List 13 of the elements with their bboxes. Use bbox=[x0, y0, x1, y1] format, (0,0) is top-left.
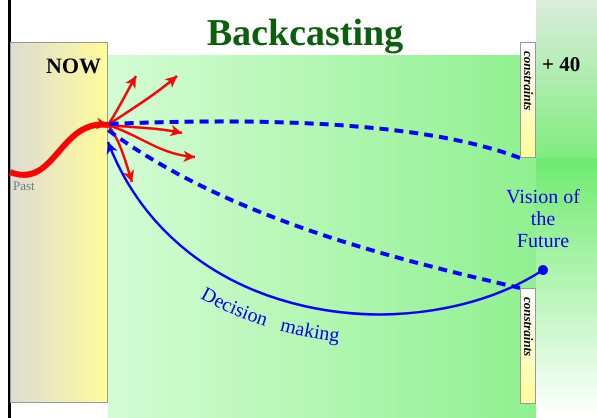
line-label: Past bbox=[13, 178, 35, 194]
vision-text: Vision of the Future bbox=[506, 186, 580, 270]
arrow bbox=[106, 75, 138, 126]
constraint-bar: constraints bbox=[520, 42, 536, 158]
dashed-connector bbox=[106, 128, 520, 290]
arrow bbox=[108, 124, 196, 162]
title: Backcasting bbox=[206, 12, 404, 54]
arrow bbox=[107, 124, 134, 182]
constraint-bar: constraints bbox=[520, 288, 536, 404]
time-horizon-label: + 40 bbox=[542, 52, 580, 77]
dashed-connector bbox=[108, 119, 521, 160]
arrow bbox=[106, 141, 548, 316]
arrow bbox=[9, 118, 108, 178]
